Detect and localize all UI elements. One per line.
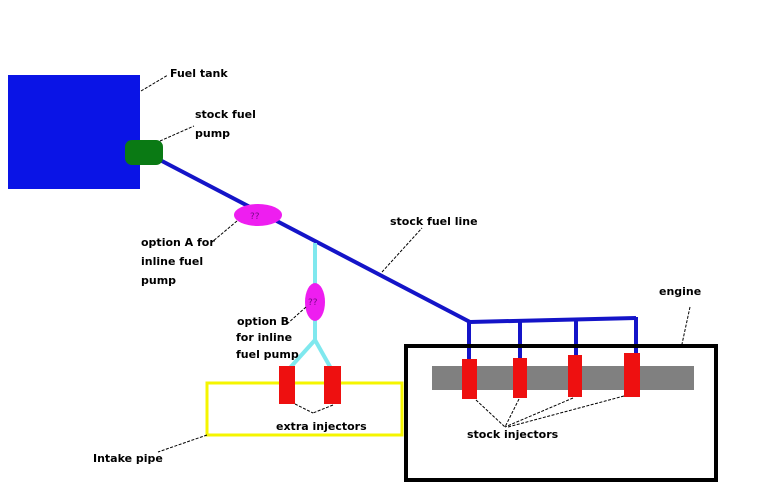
stock-injector-3 xyxy=(568,355,582,397)
stock-fuel-line-leader xyxy=(381,227,423,273)
option-b-label-1: option B xyxy=(237,315,289,328)
stock-injectors-label: stock injectors xyxy=(467,428,559,441)
stock-injector-leader-1 xyxy=(475,399,506,428)
stock-injector-leader-3 xyxy=(504,397,574,428)
fuel-tank-leader xyxy=(140,74,169,92)
stock-injector-1 xyxy=(462,359,477,399)
option-a-leader xyxy=(211,220,238,243)
option-b-marker: ?? xyxy=(308,298,318,308)
engine-block xyxy=(404,344,718,482)
option-b-inline-pump xyxy=(305,283,325,321)
engine-label: engine xyxy=(659,285,701,298)
stock-pump-leader xyxy=(159,125,195,142)
stock-injector-2 xyxy=(513,358,527,398)
stock-fuel-pump xyxy=(125,140,163,165)
option-a-inline-pump xyxy=(234,204,282,226)
option-a-label-1: option A for xyxy=(141,236,215,249)
option-a-label-2: inline fuel xyxy=(141,255,203,268)
stock-pump-label-2: pump xyxy=(195,127,230,140)
engine-leader xyxy=(681,306,691,345)
extra-injector-1 xyxy=(279,366,295,404)
stock-injector-leader-2 xyxy=(504,398,520,428)
option-b-leader xyxy=(286,306,307,325)
stock-fuel-line xyxy=(159,158,471,324)
intake-pipe-leader xyxy=(157,434,208,453)
option-a-marker: ?? xyxy=(250,212,260,222)
intake-pipe xyxy=(205,381,404,437)
option-a-label-3: pump xyxy=(141,274,176,287)
extra-injector-leader-2 xyxy=(312,404,334,414)
fuel-rail xyxy=(469,316,637,324)
stock-pump-label-1: stock fuel xyxy=(195,108,256,121)
option-b-label-2: for inline xyxy=(236,331,292,344)
extra-injector-leader-1 xyxy=(294,403,314,414)
extra-injectors-label: extra injectors xyxy=(276,420,367,433)
intake-pipe-label: Intake pipe xyxy=(93,452,163,465)
stock-injector-leader-4 xyxy=(507,395,625,428)
stock-fuel-line-label: stock fuel line xyxy=(390,215,478,228)
option-b-label-3: fuel pump xyxy=(236,348,299,361)
extra-injector-2 xyxy=(324,366,341,404)
extra-fuel-line-left xyxy=(286,338,317,372)
stock-injector-4 xyxy=(624,353,640,397)
fuel-tank-label: Fuel tank xyxy=(170,67,228,80)
fuel-tank xyxy=(8,75,140,189)
